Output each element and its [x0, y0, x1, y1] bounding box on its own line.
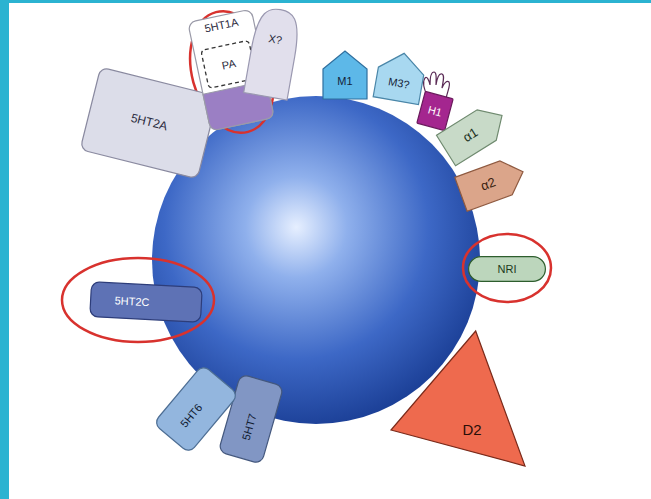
label-holder: NRI: [468, 256, 546, 282]
receptor-label: D2: [462, 422, 481, 439]
receptor-label: NRI: [498, 263, 517, 275]
receptor-triangle: D2: [390, 330, 526, 467]
highlight-ellipses: [62, 2, 551, 342]
label-holder: α2: [454, 154, 531, 213]
receptor-label: 5HT2A: [129, 112, 168, 134]
receptor-pentagon: M3?: [372, 48, 428, 106]
receptor-label: M1: [337, 75, 352, 87]
receptor-triangle-outline: [390, 330, 526, 467]
receptor-label: 5HT6: [178, 401, 205, 429]
receptor-label: α1: [461, 125, 481, 145]
receptor-box: 5HT2A: [79, 67, 218, 180]
side-bar: [0, 0, 9, 499]
label-holder: M3?: [372, 48, 428, 106]
receptor-label: α2: [479, 175, 498, 193]
receptor-box: 5HT2C: [89, 281, 203, 323]
receptor-label: 5HT2C: [114, 294, 149, 308]
top-bar: [0, 0, 651, 3]
receptor-pentagon: M1: [322, 50, 368, 100]
receptor-label: 5HT1A: [203, 16, 239, 35]
receptor-label: X?: [268, 32, 283, 46]
receptor-label: M3?: [387, 75, 410, 91]
receptor-arrow: α2: [454, 154, 531, 213]
label-holder: 5HT2C: [89, 281, 203, 323]
label-holder: D2: [390, 330, 526, 467]
receptor-label: 5HT7: [239, 412, 258, 441]
receptor-box: H1: [416, 91, 454, 132]
label-holder: 5HT2A: [79, 67, 218, 180]
receptor-label: H1: [427, 103, 444, 118]
label-holder: M1: [322, 50, 368, 100]
transporter-pill: NRI: [468, 256, 546, 282]
label-holder: H1: [416, 91, 454, 132]
receptor-label: PA: [221, 57, 237, 72]
